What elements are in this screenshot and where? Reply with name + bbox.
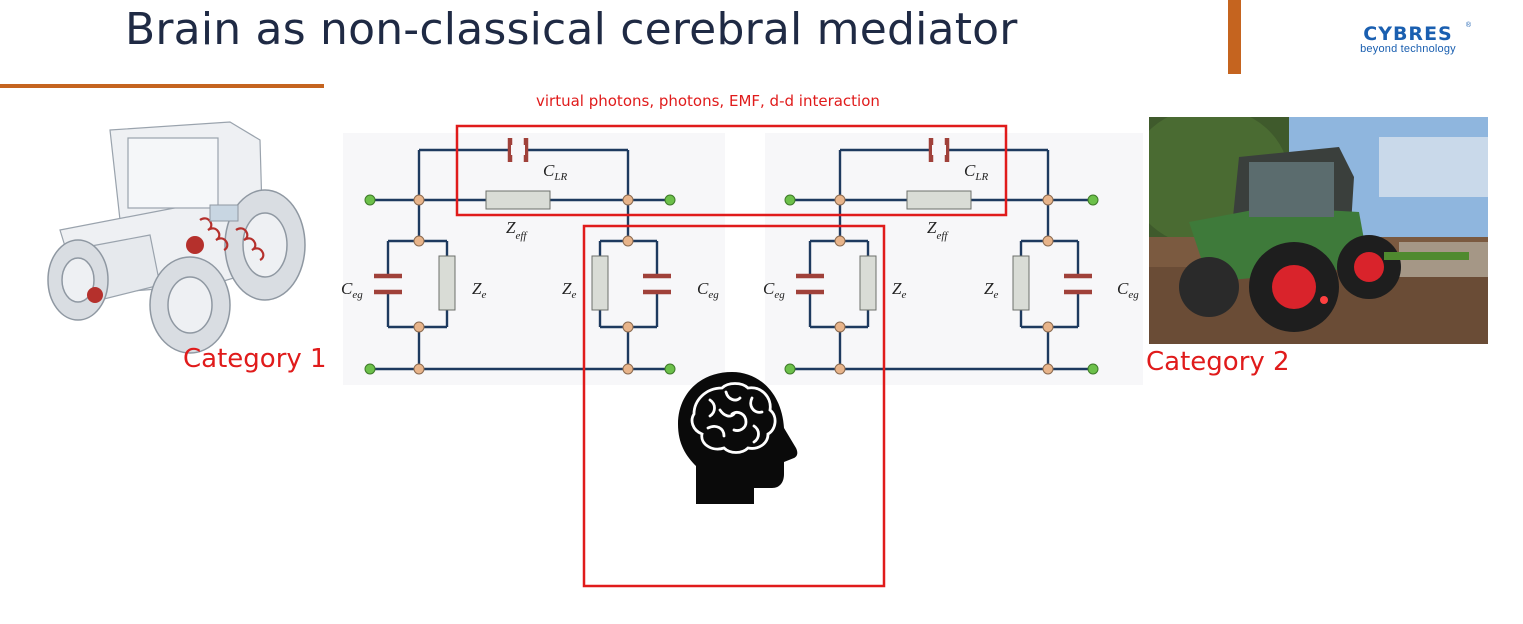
tractor-photo-right	[1149, 117, 1488, 344]
category-2-label: Category 2	[1146, 347, 1290, 377]
symbol-ceg-right-1: Ceg	[763, 279, 785, 301]
symbol-ceg-right-2: Ceg	[1117, 279, 1139, 301]
cybres-logo: CYBRES beyond technology ®	[1343, 22, 1473, 55]
interaction-label: virtual photons, photons, EMF, d-d inter…	[536, 92, 880, 110]
circuit-left	[370, 148, 670, 371]
logo-accent-bar	[1228, 0, 1241, 74]
symbol-ze-right-2: Ze	[984, 279, 998, 301]
symbol-zeff-left: Zeff	[506, 218, 528, 242]
circuit-panel-right	[765, 133, 1143, 385]
logo-wordmark: CYBRES	[1363, 23, 1453, 45]
head-with-brain-icon	[678, 372, 798, 504]
symbol-ze-left-2: Ze	[562, 279, 576, 301]
logo-tagline: beyond technology	[1360, 43, 1456, 55]
title-underline	[0, 84, 324, 88]
symbol-ze-right-1: Ze	[892, 279, 906, 301]
symbol-ze-left-1: Ze	[472, 279, 486, 301]
circuit-right	[790, 148, 1093, 371]
category-1-label: Category 1	[183, 344, 327, 374]
logo-registered-mark: ®	[1465, 22, 1471, 29]
circuit-panel-left	[343, 133, 725, 385]
symbol-clr-right: CLR	[964, 161, 988, 183]
symbol-zeff-right: Zeff	[927, 218, 949, 242]
symbol-ceg-left-1: Ceg	[341, 279, 363, 301]
slide-title: Brain as non-classical cerebral mediator	[125, 4, 1018, 55]
brain-mediator-box	[582, 224, 886, 588]
symbol-clr-left: CLR	[543, 161, 567, 183]
tractor-illustration-left	[47, 121, 306, 354]
interaction-highlight-box	[455, 124, 1008, 217]
symbol-ceg-left-2: Ceg	[697, 279, 719, 301]
